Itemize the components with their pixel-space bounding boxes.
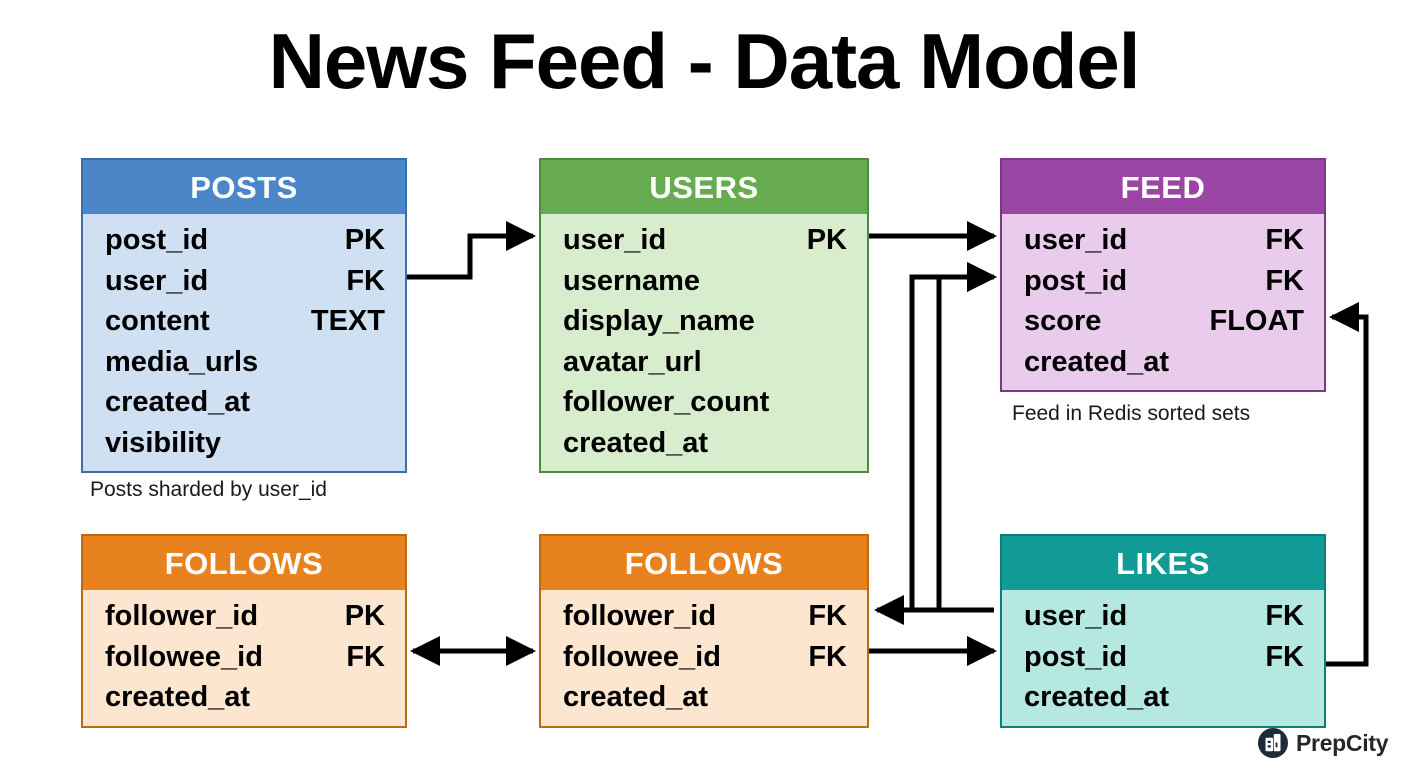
field-name: score [1024,305,1102,337]
field-name: created_at [105,386,251,418]
table-row: follower_count [563,382,847,423]
field-name: created_at [563,681,709,713]
table-row: user_id PK [563,220,847,261]
field-name: created_at [105,681,251,713]
table-row: username [563,261,847,302]
entity-likes-header: LIKES [1002,536,1324,590]
field-name: follower_count [563,386,770,418]
field-key: FK [808,640,847,673]
caption-feed-note: Feed in Redis sorted sets [1012,402,1251,425]
entity-posts-header: POSTS [83,160,405,214]
field-name: created_at [563,426,709,459]
table-row: score FLOAT [1024,301,1304,342]
table-row: created_at [1024,342,1304,383]
table-row: user_id FK [1024,220,1304,261]
field-name: visibility [105,426,222,459]
table-row: user_id FK [105,261,385,302]
field-name: user_id [1024,600,1128,632]
entity-follows-left-header: FOLLOWS [83,536,405,590]
entity-follows-left[interactable]: FOLLOWS follower_id PK followee_id FK cr… [81,534,407,728]
field-key: FK [346,640,385,673]
field-key: FK [1265,640,1304,673]
entity-follows-mid-header: FOLLOWS [541,536,867,590]
table-row: followee_id FK [563,637,847,678]
brand-name: PrepCity [1296,729,1389,756]
building-logo-icon [1258,728,1288,758]
field-key: PK [344,224,385,256]
entity-likes[interactable]: LIKES user_id FK post_id FK created_at [1000,534,1326,728]
field-key: FK [1265,600,1304,632]
field-name: created_at [1024,345,1170,378]
table-row: post_id FK [1024,637,1304,678]
table-row: media_urls [105,342,385,383]
entity-follows-left-fields: follower_id PK followee_id FK created_at [83,590,405,726]
field-name: followee_id [563,640,721,673]
entity-users-fields: user_id PK username display_name avatar_… [541,214,867,471]
table-row: visibility [105,423,385,464]
field-name: post_id [1024,264,1128,297]
field-key: FK [346,264,385,297]
field-key: PK [344,600,385,632]
table-row: created_at [563,677,847,718]
entity-feed-header: FEED [1002,160,1324,214]
entity-feed-fields: user_id FK post_id FK score FLOAT create… [1002,214,1324,390]
field-name: post_id [105,224,209,256]
table-row: created_at [105,677,385,718]
field-name: username [563,264,701,297]
entity-users-header: USERS [541,160,867,214]
page-title: News Feed - Data Model [268,17,1141,105]
connector-likes-feed-score [1326,302,1369,667]
entity-likes-fields: user_id FK post_id FK created_at [1002,590,1324,726]
entity-posts-fields: post_id PK user_id FK content TEXT media… [83,214,405,471]
field-name: followee_id [105,640,263,673]
field-key: PK [806,224,847,256]
table-row: created_at [1024,677,1304,718]
field-name: user_id [1024,224,1128,256]
field-key: FK [1265,224,1304,256]
table-row: follower_id FK [563,596,847,637]
field-key: FK [808,600,847,632]
table-row: post_id FK [1024,261,1304,302]
table-row: content TEXT [105,301,385,342]
field-name: content [105,305,210,337]
field-key: FK [1265,264,1304,297]
table-row: display_name [563,301,847,342]
table-row: followee_id FK [105,637,385,678]
entity-follows-mid-fields: follower_id FK followee_id FK created_at [541,590,867,726]
field-name: media_urls [105,345,259,378]
table-row: created_at [105,382,385,423]
field-name: user_id [563,224,667,256]
field-name: avatar_url [563,345,702,378]
table-row: post_id PK [105,220,385,261]
connector-likes-feed [909,262,997,613]
connector-follows-feed [877,262,997,613]
entity-follows-mid[interactable]: FOLLOWS follower_id FK followee_id FK cr… [539,534,869,728]
field-key: FLOAT [1209,305,1305,337]
entity-feed[interactable]: FEED user_id FK post_id FK score FLOAT c… [1000,158,1326,392]
field-name: post_id [1024,640,1128,673]
field-name: user_id [105,264,209,297]
field-key: TEXT [310,305,385,337]
table-row: follower_id PK [105,596,385,637]
field-name: created_at [1024,681,1170,713]
caption-posts-note: Posts sharded by user_id [90,478,327,501]
connector-posts-users [407,221,536,280]
table-row: created_at [563,423,847,464]
entity-posts[interactable]: POSTS post_id PK user_id FK content TEXT… [81,158,407,473]
field-name: follower_id [563,600,717,632]
field-name: follower_id [105,600,259,632]
field-name: display_name [563,305,755,337]
brand-logo: PrepCity [1258,728,1388,758]
table-row: avatar_url [563,342,847,383]
entity-users[interactable]: USERS user_id PK username display_name a… [539,158,869,473]
table-row: user_id FK [1024,596,1304,637]
